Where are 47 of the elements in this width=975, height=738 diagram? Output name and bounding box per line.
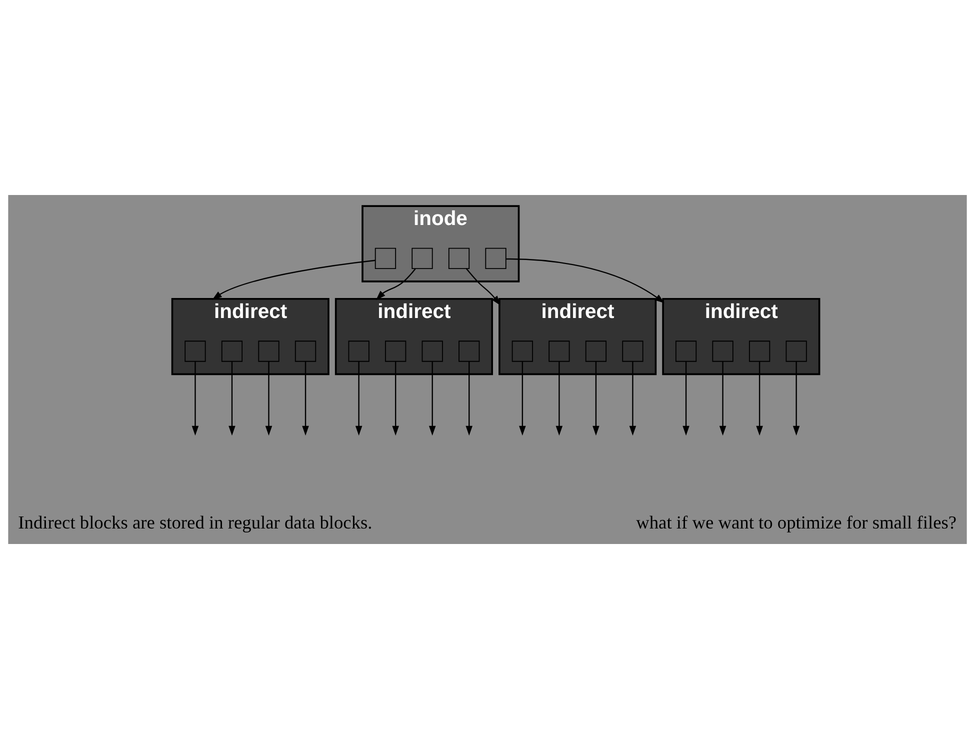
node-box [184, 340, 206, 362]
arrow [392, 361, 399, 436]
cluster: indirect [334, 297, 494, 375]
arrow [506, 258, 664, 303]
node-box [448, 247, 470, 268]
arrow [629, 361, 636, 436]
node-box [675, 340, 697, 362]
node-box [294, 340, 316, 362]
node-box [258, 340, 280, 362]
label: Indirect blocks are stored in regular data blocks. [18, 512, 372, 532]
node-box [221, 340, 243, 362]
arrow [466, 268, 501, 305]
arrow [302, 361, 309, 436]
arrow [719, 361, 726, 436]
node-box [458, 340, 480, 362]
cluster: indirect [171, 297, 330, 375]
node-box [748, 340, 770, 362]
arrow [212, 259, 376, 300]
arrow [228, 361, 236, 436]
arrow [592, 361, 600, 436]
arrow [265, 361, 272, 436]
arrow [756, 361, 763, 436]
arrow [792, 361, 800, 436]
arrow [355, 361, 362, 436]
arrow [192, 361, 199, 436]
node-box [512, 340, 533, 362]
node-box [485, 247, 506, 268]
cluster: inode [362, 204, 520, 282]
arrow [556, 361, 563, 436]
node-box [712, 340, 734, 362]
label: what if we want to optimize for small files? [636, 512, 957, 532]
node-box [422, 340, 443, 362]
node-box [622, 340, 644, 362]
arrow [519, 361, 526, 436]
node-box [348, 340, 370, 362]
node-box [374, 247, 396, 268]
cluster: indirect [498, 297, 657, 375]
arrow [466, 361, 473, 436]
node-box [585, 340, 607, 362]
arrow [376, 268, 416, 300]
arrow [682, 361, 690, 436]
node-box [385, 340, 406, 362]
node-box [548, 340, 570, 362]
cluster: indirect [662, 297, 820, 375]
arrow [428, 361, 436, 436]
node-box [412, 247, 433, 268]
node-box [786, 340, 807, 362]
